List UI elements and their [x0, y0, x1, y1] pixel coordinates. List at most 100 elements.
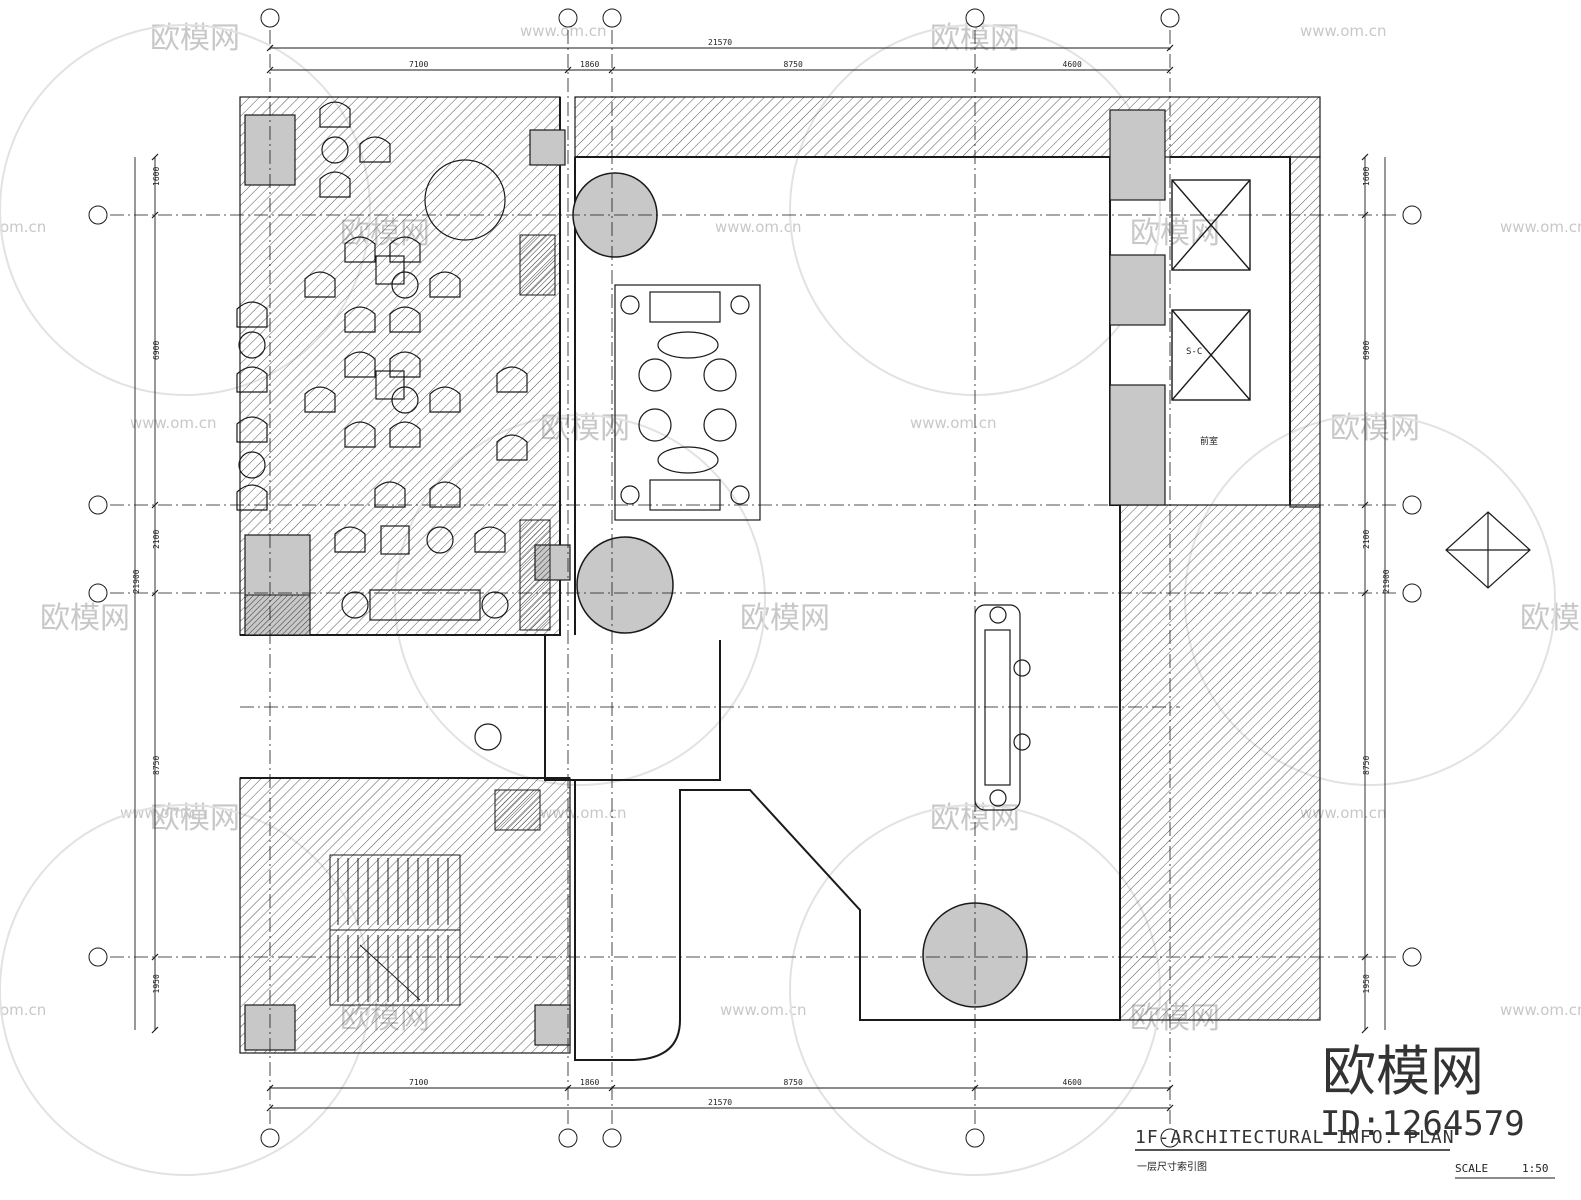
grid-bubble: [602, 8, 622, 28]
meeting-table: [614, 284, 761, 521]
dimension-text: 2100: [152, 530, 161, 549]
dimension-tick: [1166, 44, 1174, 52]
drawing-title: 1F-ARCHITECTURAL INFO. PLAN: [1135, 1127, 1455, 1148]
chair: [236, 366, 268, 393]
dimension-text: 1600: [152, 167, 161, 186]
dimension-tick: [151, 153, 159, 161]
chair: [236, 416, 268, 443]
walls: [240, 97, 1291, 1061]
watermark-url: www.om.cn: [720, 1001, 807, 1019]
dimension-tick: [1361, 953, 1369, 961]
dimension-text: 1950: [152, 974, 161, 993]
dimension-tick: [151, 953, 159, 961]
dimension-total: 21900: [132, 569, 141, 593]
chair: [344, 351, 376, 378]
grid-bubble: [88, 583, 108, 603]
dimension-total: 21900: [1382, 569, 1391, 593]
watermark-url: www.om.cn: [1300, 22, 1387, 40]
dimension-tick: [151, 501, 159, 509]
grid-bubble: [602, 1128, 622, 1148]
chair: [389, 306, 421, 333]
chair: [496, 366, 528, 393]
chair: [319, 171, 351, 198]
chair: [344, 306, 376, 333]
scale-value: 1:50: [1522, 1162, 1549, 1175]
chair: [304, 271, 336, 298]
dimension-tick: [266, 66, 274, 74]
chair: [236, 301, 268, 328]
grid-bubble: [260, 1128, 280, 1148]
grid-lines: [88, 8, 1422, 1148]
small-round-table: [481, 591, 509, 619]
elevator-label: S-C: [1186, 347, 1202, 357]
elevator-shafts: [1171, 179, 1251, 401]
scale-label: SCALE: [1455, 1162, 1488, 1175]
stair: [329, 854, 461, 1006]
chair: [344, 421, 376, 448]
dimension-tick: [564, 66, 572, 74]
dimension-tick: [1166, 1104, 1174, 1112]
watermark-url-short: om.cn: [0, 1001, 46, 1019]
dimension-tick: [971, 66, 979, 74]
chair: [334, 526, 366, 553]
grid-bubble: [558, 8, 578, 28]
dimension-text: 8750: [152, 756, 161, 775]
cafe-furniture: [236, 101, 528, 621]
dimension-tick: [151, 211, 159, 219]
round-columns: [572, 172, 1028, 1008]
grid-bubble: [260, 8, 280, 28]
brand-id: ID:1264579: [1320, 1104, 1525, 1144]
brand-name: 欧模网: [1322, 1040, 1484, 1103]
dimension-text: 1600: [1362, 167, 1371, 186]
grid-bubble: [965, 1128, 985, 1148]
dimension-text: 8750: [1362, 756, 1371, 775]
small-round-table: [321, 136, 349, 164]
small-round-table: [341, 591, 369, 619]
grid-bubble: [1402, 947, 1422, 967]
chair: [429, 271, 461, 298]
grid-bubble: [965, 8, 985, 28]
square-table: [380, 525, 410, 555]
dimension-text: 4600: [1063, 1078, 1082, 1087]
stair-arrow: [359, 944, 421, 1001]
dimension-tick: [1166, 66, 1174, 74]
index-symbol: [1445, 511, 1531, 589]
dimension-text: 1860: [580, 60, 599, 69]
chair: [496, 434, 528, 461]
dimension-tick: [1166, 1084, 1174, 1092]
dimension-tick: [1361, 211, 1369, 219]
watermark-url: www.om.cn: [1500, 1001, 1581, 1019]
chair: [389, 351, 421, 378]
dimension-text: 4600: [1063, 60, 1082, 69]
dimension-text: 8750: [784, 60, 803, 69]
drawing-subtitle: 一层尺寸索引图: [1137, 1160, 1207, 1173]
section-marker: [474, 723, 502, 751]
dimension-tick: [266, 1104, 274, 1112]
dense-hatch-fills: [244, 234, 556, 831]
dimension-tick: [1361, 501, 1369, 509]
watermark-url: www.om.cn: [910, 414, 997, 432]
dimension-tick: [1361, 1026, 1369, 1034]
grid-bubble: [1160, 8, 1180, 28]
dimension-text: 6900: [1362, 341, 1371, 360]
watermark-logo: 欧模网: [40, 601, 130, 636]
small-round-table: [426, 526, 454, 554]
chair: [374, 481, 406, 508]
chair: [429, 386, 461, 413]
grid-bubble: [558, 1128, 578, 1148]
chair: [359, 136, 391, 163]
chair: [429, 481, 461, 508]
watermark-url: www.om.cn: [520, 22, 607, 40]
dimension-tick: [151, 589, 159, 597]
dimension-text: 7100: [409, 60, 428, 69]
bench-sofa: [369, 589, 481, 621]
chair: [344, 236, 376, 263]
watermark-logo: 欧模网: [1520, 601, 1581, 636]
chair: [389, 421, 421, 448]
dimension-text: 2100: [1362, 530, 1371, 549]
square-table: [375, 370, 405, 400]
chair: [319, 101, 351, 128]
round-feature: [424, 159, 506, 241]
